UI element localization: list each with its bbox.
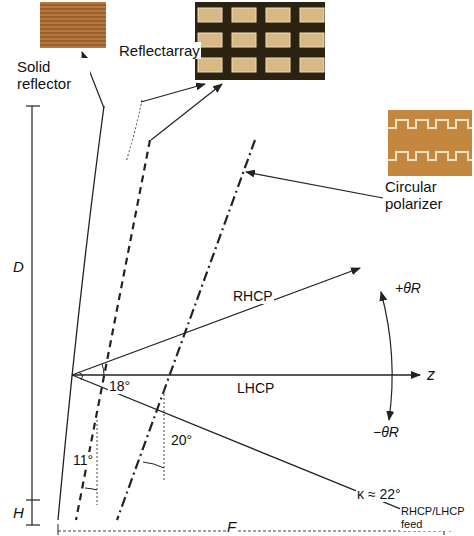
solid-reflector-photo [40,2,106,48]
polarizer-plane [117,140,255,520]
feed-label: RHCP/LHCP feed [400,505,472,531]
angle-label: −θR [372,424,400,440]
part-name: Circular polarizer [384,178,472,212]
angle-label: κ ≈ 22° [356,486,402,502]
reflectarray-photo [195,2,325,80]
dimension: H [12,504,25,521]
dimension: D [12,258,25,275]
angle-label: +θR [394,280,422,296]
polarization-label: RHCP [232,288,274,304]
part-name: Solid reflector [16,58,90,92]
dimension: F [226,518,237,535]
angle-label: 20° [170,432,193,448]
solid-reflector-curve [58,106,104,520]
part-name: Reflectarray [118,42,201,59]
angle-label: 11° [72,452,94,468]
polarization-label: LHCP [236,380,275,396]
angle-label: 18° [108,378,131,394]
polarizer-photo [388,110,472,176]
axis-label: z [426,366,436,384]
